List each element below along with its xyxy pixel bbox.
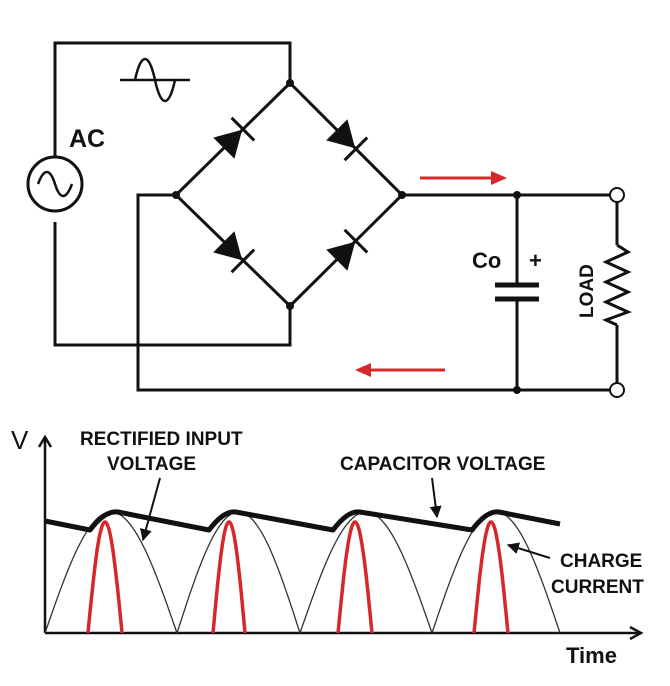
diode-top-right — [326, 119, 369, 162]
circuit — [53, 41, 619, 392]
wire-return-left — [136, 193, 617, 392]
label-pointers — [140, 477, 551, 559]
load-resistor-symbol — [602, 243, 632, 327]
diode-bottom-right — [326, 228, 369, 271]
current-arrow-return — [355, 363, 445, 377]
diode-bottom-left — [213, 231, 256, 274]
pointer-charge — [506, 542, 551, 559]
charge-current-pulse-2 — [211, 520, 247, 634]
current-arrow-forward — [420, 171, 507, 185]
ac-source-label: AC — [69, 125, 105, 153]
charge-current-pulse-3 — [336, 520, 374, 634]
pointer-capacitor — [429, 477, 442, 519]
capacitor-voltage-label: CAPACITOR VOLTAGE — [340, 454, 545, 475]
charge-current-label-line2: CURRENT — [551, 577, 644, 598]
capacitor-polarity-label: + — [529, 248, 542, 273]
charge-current-pulse-4 — [472, 520, 510, 634]
sine-wave-icon — [120, 58, 190, 102]
ac-source-symbol — [26, 155, 84, 213]
waveform-curves — [44, 511, 561, 634]
capacitor-label: Co — [472, 248, 501, 273]
rectified-label-line1: RECTIFIED INPUT — [80, 429, 243, 450]
load-label: LOAD — [577, 264, 598, 318]
diode-top-left — [213, 116, 256, 159]
wire-ac-top — [53, 41, 292, 190]
capacitor-voltage-curve — [44, 509, 561, 533]
capacitor-symbol — [495, 282, 539, 302]
wire-ac-bottom — [53, 222, 292, 347]
waveform-axes — [37, 434, 644, 641]
charge-current-pulse-1 — [86, 520, 124, 634]
charge-current-label-line1: CHARGE — [560, 551, 642, 572]
junction-dots — [172, 79, 521, 394]
time-axis-label: Time — [566, 643, 617, 668]
terminal-bottom — [609, 382, 625, 398]
terminal-top — [609, 187, 625, 203]
voltage-axis-label: V — [11, 425, 29, 455]
bridge-diamond — [173, 80, 405, 309]
pointer-rectified — [140, 477, 161, 542]
rectified-label-line2: VOLTAGE — [107, 454, 196, 475]
